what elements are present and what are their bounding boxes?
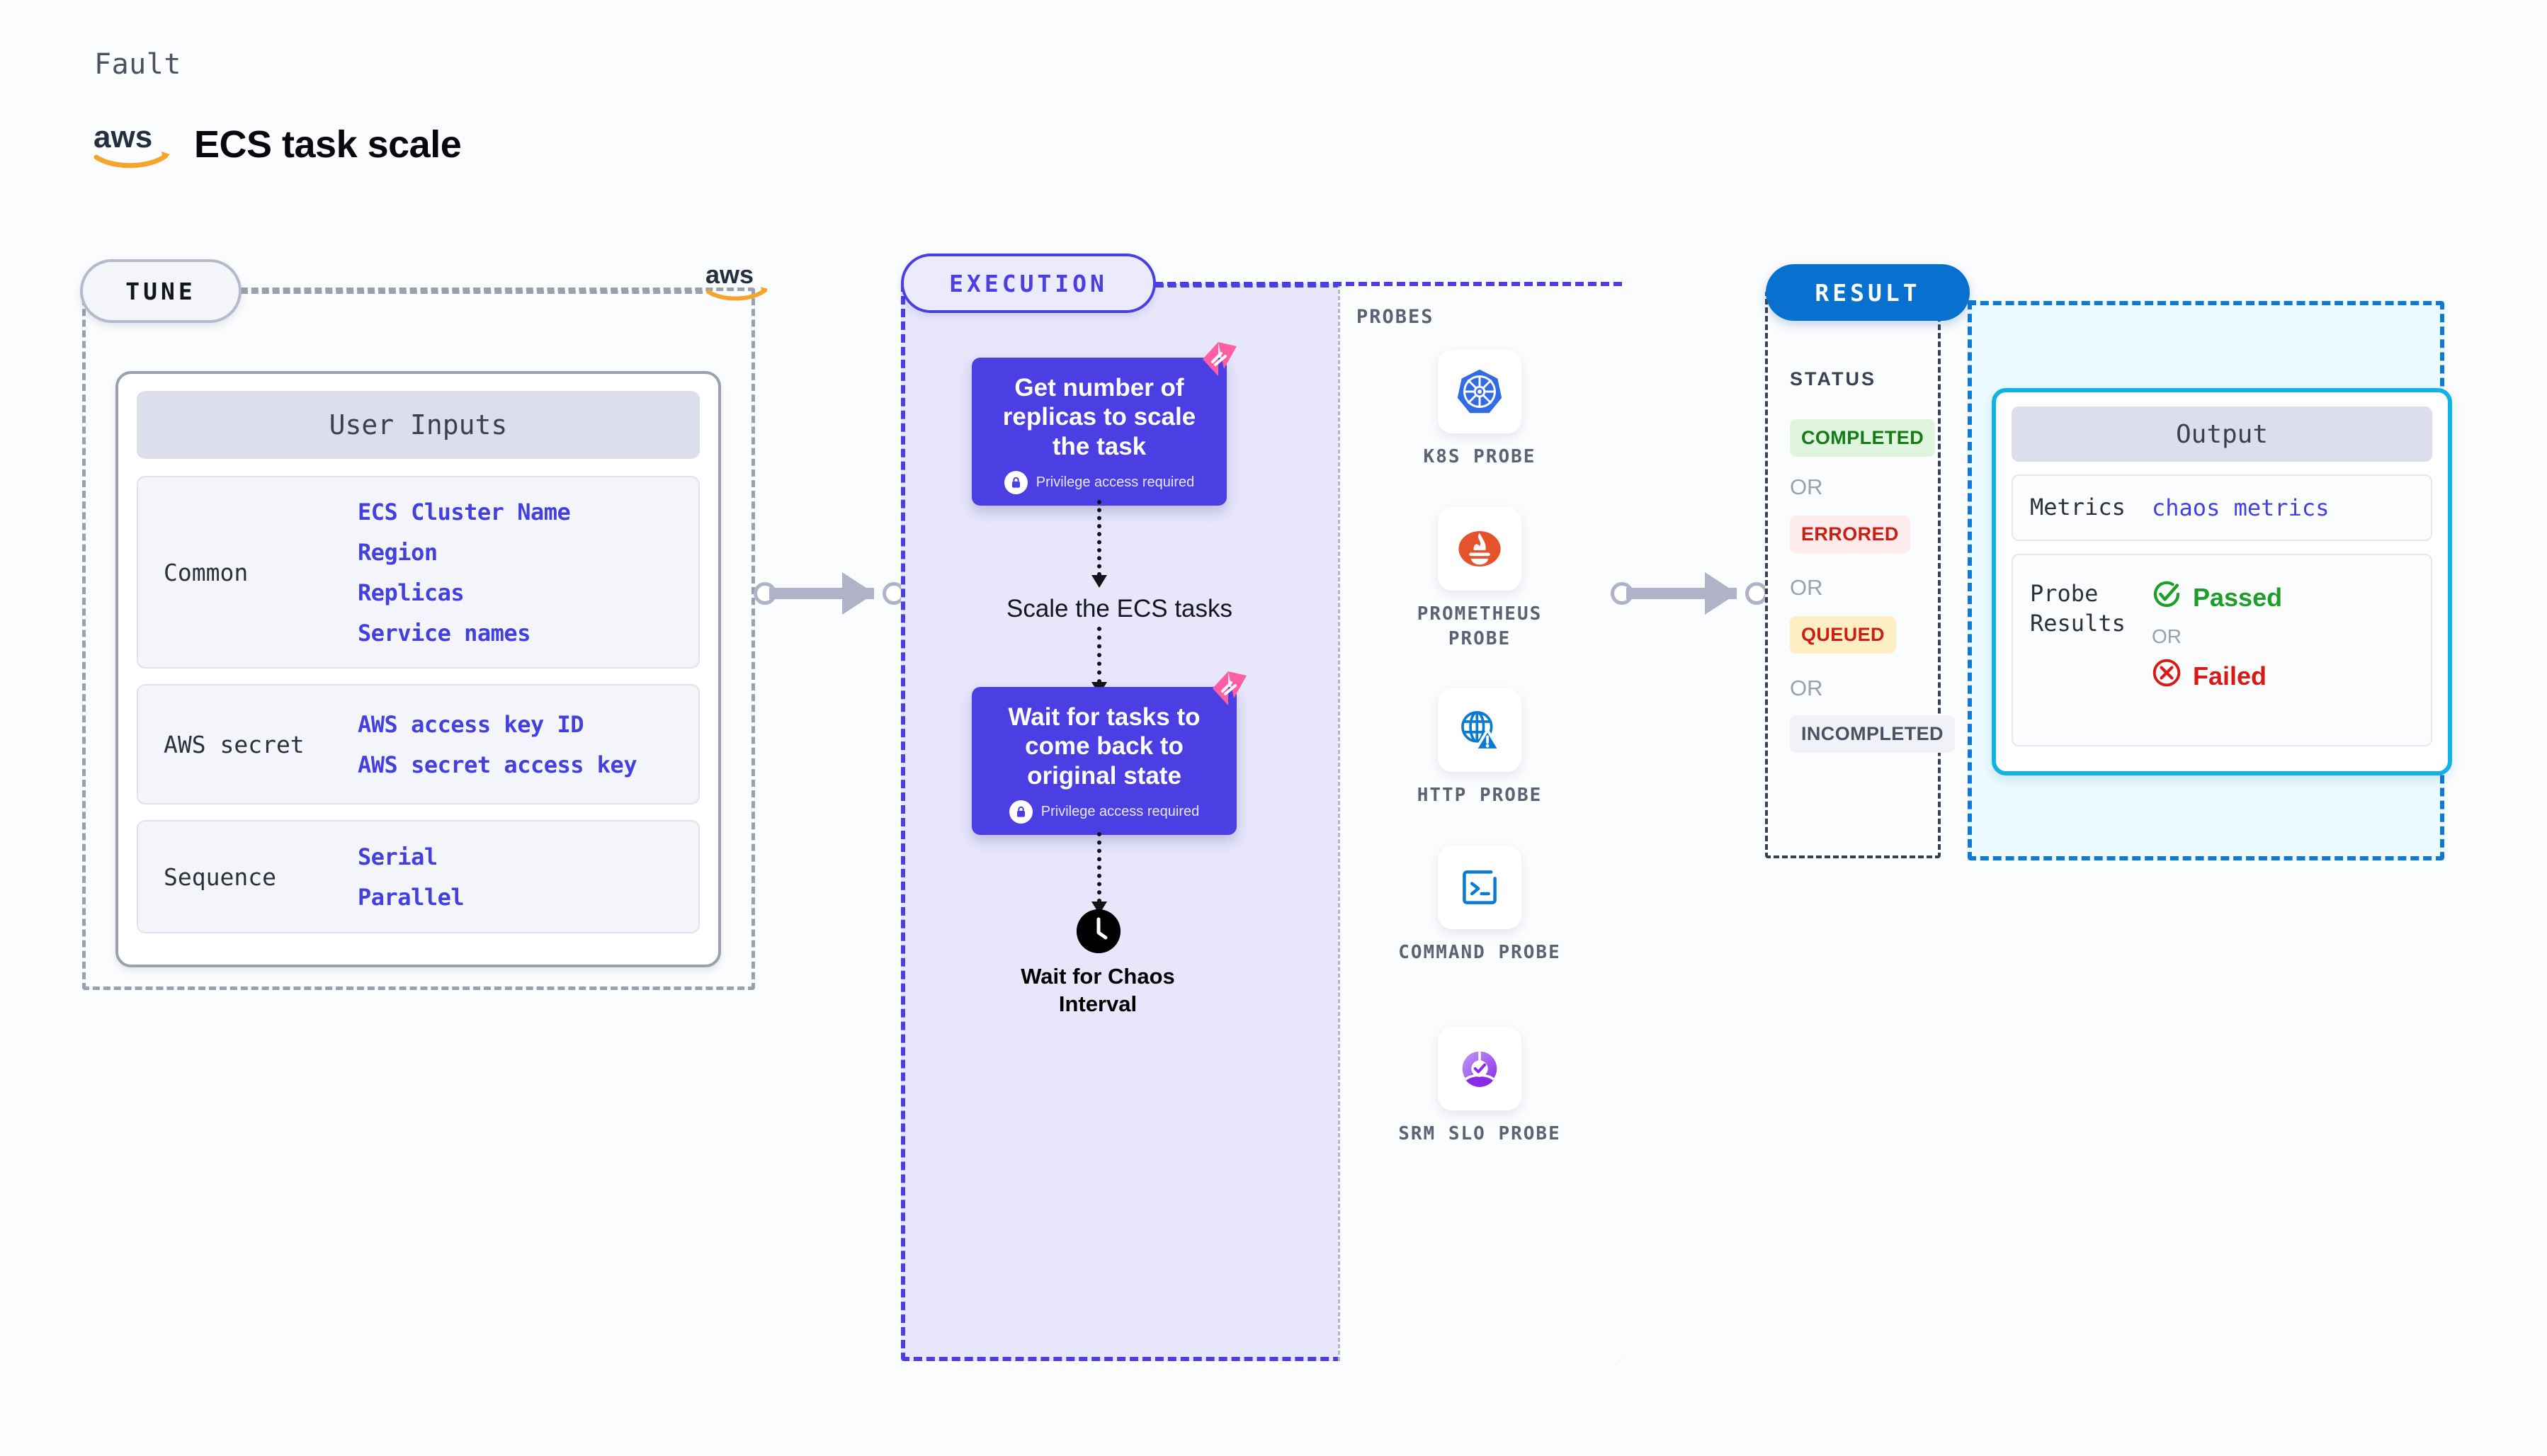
flow-arrow-execution-to-result <box>1611 572 1768 615</box>
status-title: STATUS <box>1790 368 1876 389</box>
input-value[interactable]: AWS secret access key <box>358 751 637 778</box>
input-value[interactable]: Replicas <box>358 579 465 606</box>
privilege-text: Privilege access required <box>1040 803 1200 819</box>
probe-result-or-label: OR <box>2152 625 2182 647</box>
terminal-icon <box>1438 846 1521 929</box>
page-title-row: aws ECS task scale <box>92 119 462 170</box>
output-row-probe-results: Probe Results Passed OR <box>2012 554 2432 746</box>
srm-slo-icon <box>1438 1027 1521 1110</box>
execution-connector-arrow-2 <box>1091 627 1107 695</box>
svg-text:aws: aws <box>705 261 754 289</box>
aws-logo-icon-small: aws <box>705 260 772 302</box>
probe-label: K8S PROBE <box>1423 446 1536 467</box>
metrics-value[interactable]: chaos metrics <box>2152 494 2330 521</box>
tune-boundary <box>82 288 755 990</box>
status-badge-queued: QUEUED <box>1790 616 1896 654</box>
input-value[interactable]: Parallel <box>358 883 465 911</box>
wait-for-chaos-interval-label: Wait for Chaos Interval <box>1021 964 1175 1016</box>
input-value[interactable]: AWS access key ID <box>358 710 584 738</box>
probe-item-k8s[interactable]: K8S PROBE <box>1388 350 1572 470</box>
stage-pill-execution[interactable]: EXECUTION <box>901 254 1156 313</box>
chaos-badge-icon <box>1197 341 1240 380</box>
lock-icon <box>1004 470 1028 494</box>
kubernetes-icon <box>1438 350 1521 433</box>
probe-results-label: Probe Results <box>2030 580 2126 637</box>
status-badge-completed: COMPLETED <box>1790 419 1936 457</box>
probes-title: PROBES <box>1356 306 1434 328</box>
execution-node-title: Wait for tasks to come back to original … <box>1008 703 1201 790</box>
status-badge-incompleted: INCOMPLETED <box>1790 715 1955 753</box>
probe-label: COMMAND PROBE <box>1398 942 1561 963</box>
probe-result-failed: Failed <box>2152 658 2282 694</box>
status-boundary <box>1765 290 1941 858</box>
output-row-metrics: Metrics chaos metrics <box>2012 474 2432 541</box>
status-or-label: OR <box>1790 575 1823 600</box>
execution-node-get-replicas[interactable]: Get number of replicas to scale the task… <box>972 342 1237 506</box>
stage-pill-result[interactable]: RESULT <box>1766 264 1970 321</box>
input-value[interactable]: Service names <box>358 619 531 647</box>
status-or-label: OR <box>1790 676 1823 700</box>
lock-icon <box>1009 800 1033 824</box>
failed-label: Failed <box>2193 661 2267 690</box>
stage-pill-tune[interactable]: TUNE <box>80 259 242 323</box>
metrics-label: Metrics <box>2030 494 2126 521</box>
x-circle-icon <box>2152 658 2182 694</box>
input-group-common: Common ECS Cluster Name Region Replicas … <box>137 476 700 669</box>
svg-text:aws: aws <box>93 120 152 154</box>
user-inputs-card: User Inputs Common ECS Cluster Name Regi… <box>115 371 721 967</box>
input-group-sequence: Sequence Serial Parallel <box>137 820 700 933</box>
user-inputs-title: User Inputs <box>137 391 700 459</box>
probe-label: HTTP PROBE <box>1417 785 1543 806</box>
input-value[interactable]: Region <box>358 538 438 566</box>
input-group-label: Sequence <box>164 863 276 891</box>
clock-icon <box>1077 909 1121 953</box>
chaos-badge-icon <box>1207 670 1249 710</box>
arrow-head <box>842 572 875 615</box>
tune-connector-line <box>241 290 703 294</box>
input-group-label: Common <box>164 558 249 586</box>
http-globe-warning-icon <box>1438 688 1521 772</box>
probe-item-prometheus[interactable]: PROMETHEUS PROBE <box>1388 507 1572 652</box>
privilege-text: Privilege access required <box>1036 474 1195 490</box>
execution-node-wait-original-state[interactable]: Wait for tasks to come back to original … <box>972 671 1247 835</box>
execution-connector-line <box>1155 282 1622 286</box>
passed-label: Passed <box>2193 582 2283 612</box>
execution-connector-arrow-3 <box>1091 832 1107 914</box>
execution-middle-label: Scale the ECS tasks <box>1006 595 1233 622</box>
execution-node-privilege: Privilege access required <box>990 470 1208 494</box>
status-or-label: OR <box>1790 474 1823 499</box>
input-value[interactable]: ECS Cluster Name <box>358 498 571 525</box>
input-group-aws-secret: AWS secret AWS access key ID AWS secret … <box>137 684 700 804</box>
execution-connector-arrow-1 <box>1091 500 1107 588</box>
page-title: ECS task scale <box>194 123 462 166</box>
probe-label: PROMETHEUS PROBE <box>1417 603 1543 650</box>
probe-item-http[interactable]: HTTP PROBE <box>1388 688 1572 808</box>
check-circle-icon <box>2152 579 2182 615</box>
probes-panel <box>1338 283 1621 1361</box>
probe-label: SRM SLO PROBE <box>1398 1123 1561 1144</box>
input-group-label: AWS secret <box>164 730 305 758</box>
probe-item-srm-slo[interactable]: SRM SLO PROBE <box>1388 1027 1572 1147</box>
arrow-head <box>1705 572 1737 615</box>
status-badge-errored: ERRORED <box>1790 516 1910 553</box>
prometheus-icon <box>1438 507 1521 591</box>
probe-result-passed: Passed <box>2152 579 2282 615</box>
execution-node-privilege: Privilege access required <box>990 800 1218 824</box>
output-card: Output Metrics chaos metrics Probe Resul… <box>1992 388 2452 775</box>
aws-logo-icon: aws <box>92 119 176 170</box>
wait-for-chaos-interval-node: Wait for Chaos Interval <box>1021 909 1175 1016</box>
output-title: Output <box>2012 406 2432 462</box>
execution-node-title: Get number of replicas to scale the task <box>1002 374 1196 460</box>
flow-arrow-tune-to-execution <box>754 572 905 615</box>
input-value[interactable]: Serial <box>358 843 438 870</box>
page-eyebrow: Fault <box>94 48 181 81</box>
probe-item-command[interactable]: COMMAND PROBE <box>1388 846 1572 965</box>
